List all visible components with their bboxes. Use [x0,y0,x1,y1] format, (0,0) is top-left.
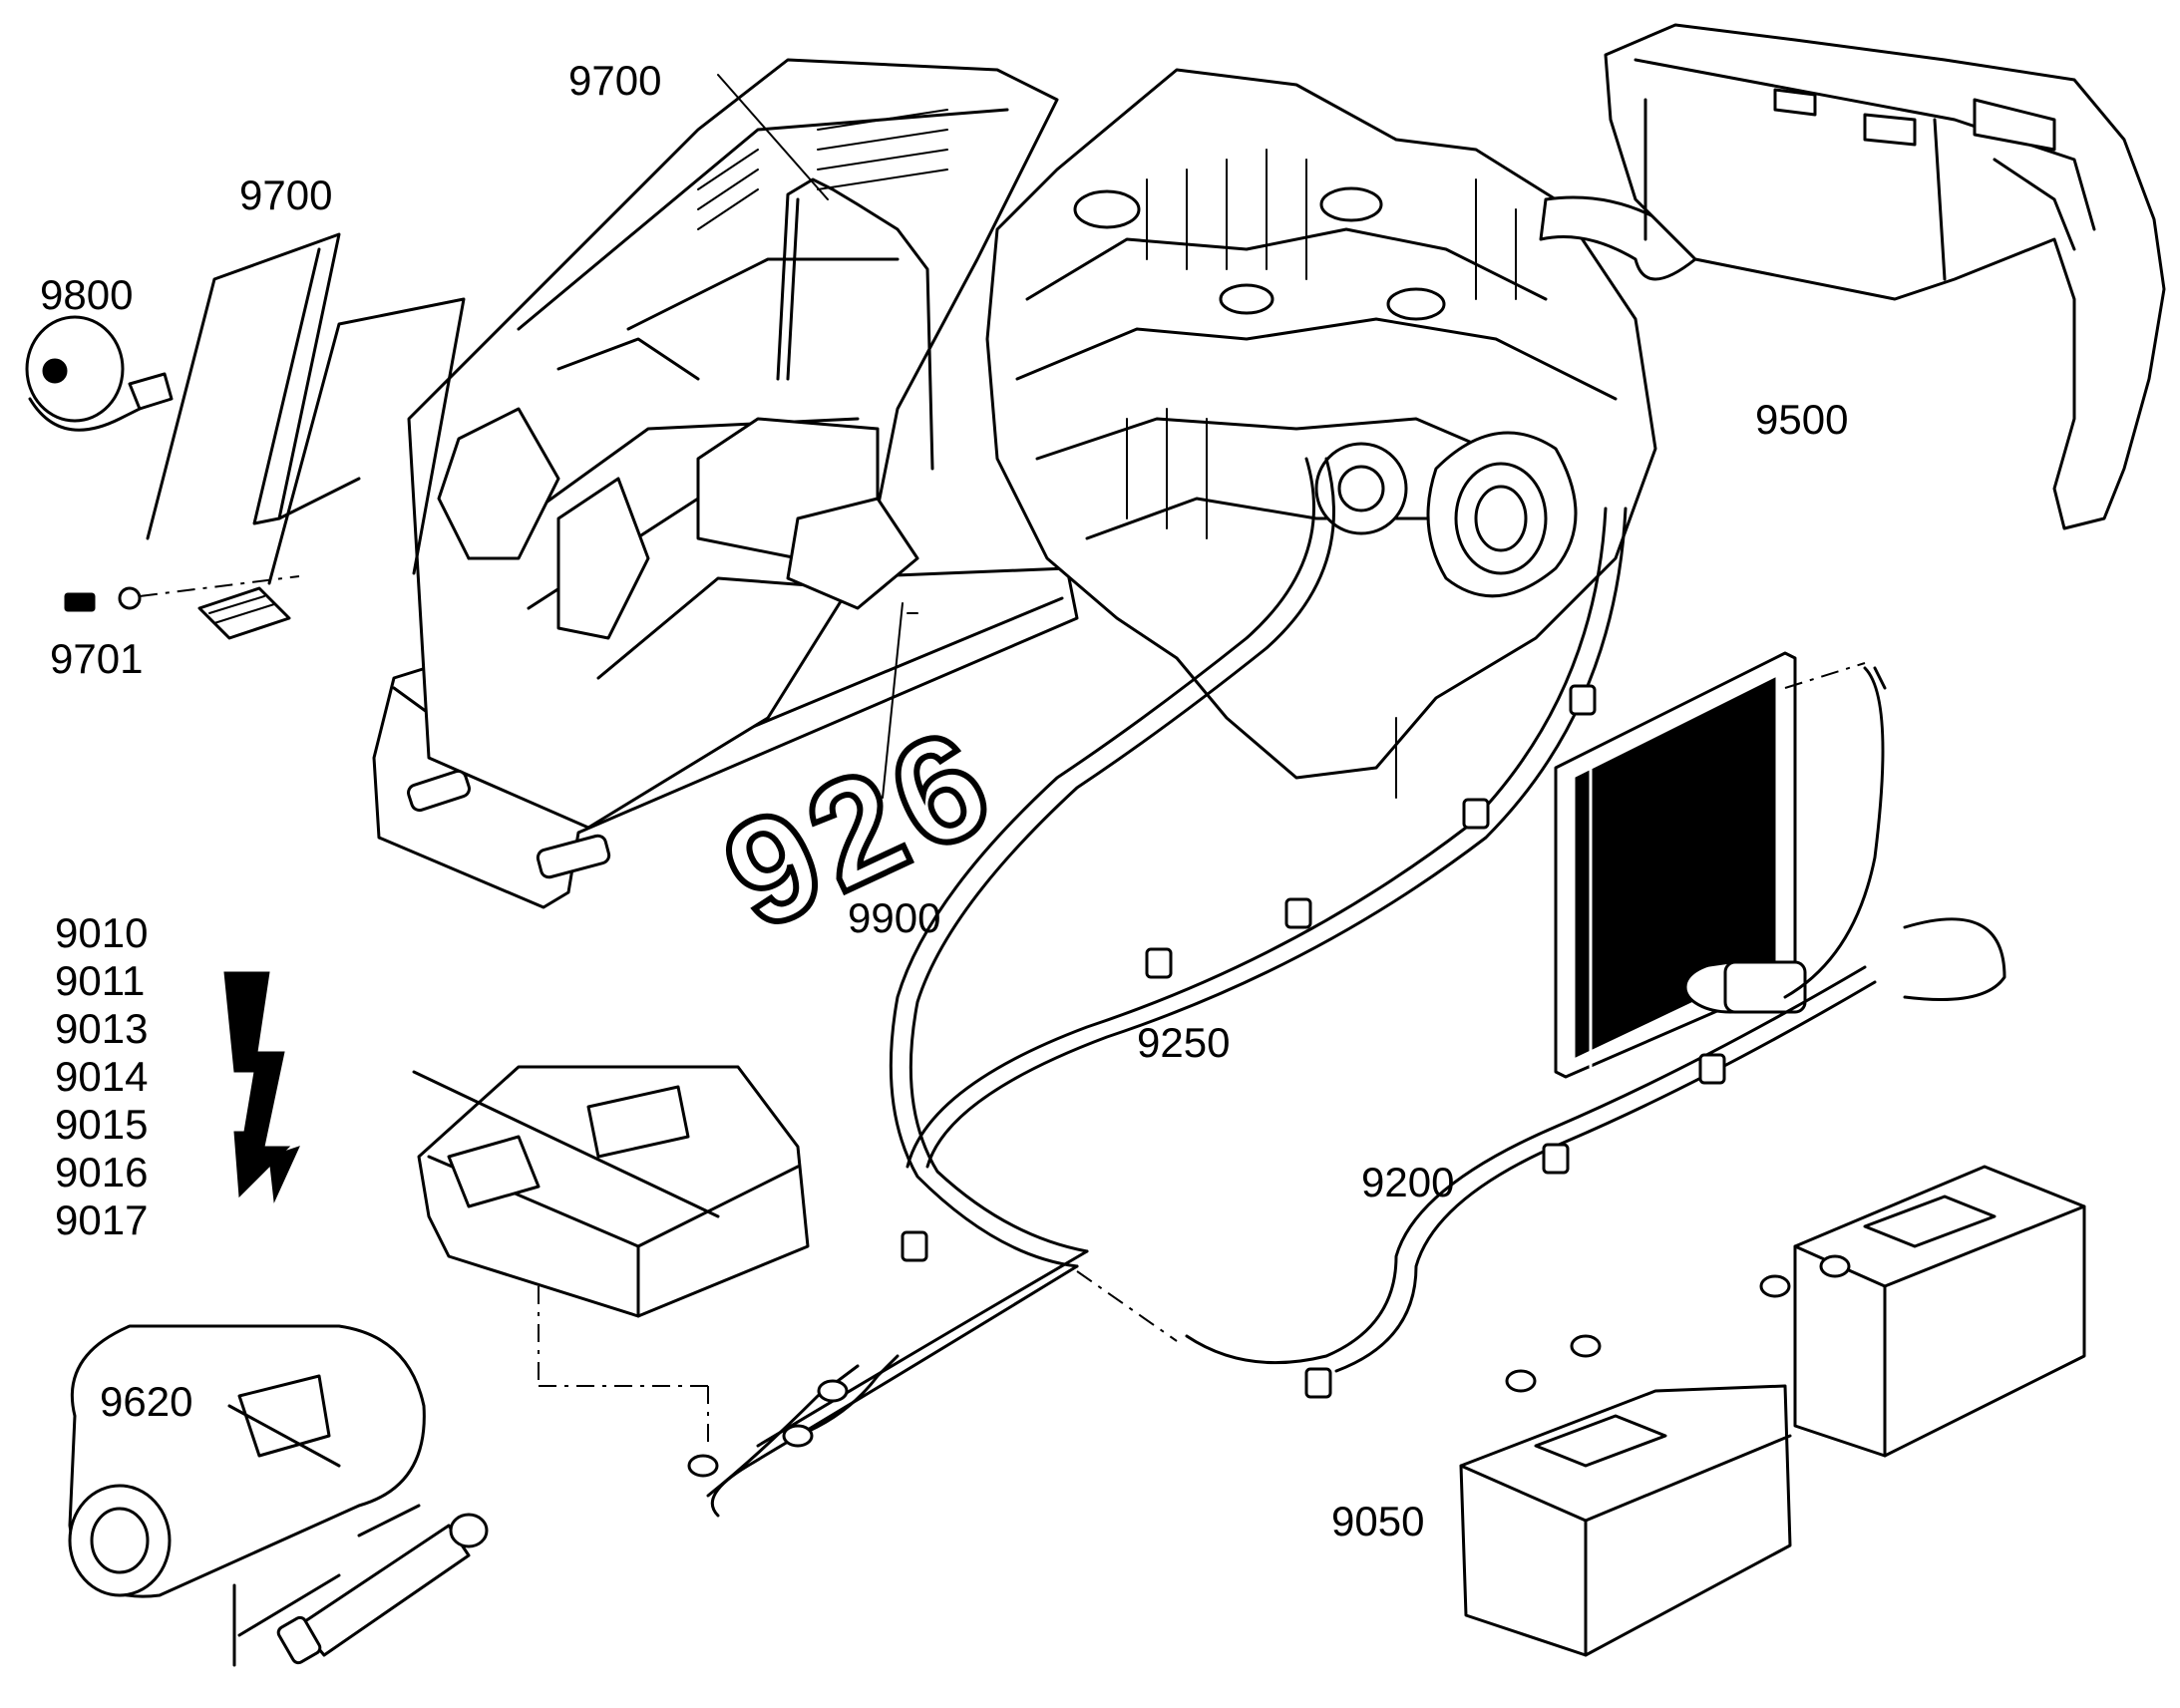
label-9011: 9011 [55,957,146,1004]
label-9200: 9200 [1361,1159,1455,1205]
label-9017: 9017 [55,1196,149,1243]
label-9015: 9015 [55,1101,149,1148]
receiver-drier [1673,662,2006,1014]
mirror-assembly [25,315,174,432]
wire-harness [710,457,1877,1518]
lightning-arrow [223,971,300,1203]
label-9014: 9014 [55,1053,149,1100]
label-9500: 9500 [1755,396,1849,443]
handrail-top [717,74,934,471]
fuse-relay-box [412,1065,810,1446]
label-9250: 9250 [1137,1019,1231,1066]
label-9900: 9900 [848,894,941,941]
leader-lines [882,602,918,799]
battery-cables [687,1354,900,1498]
label-9700-left: 9700 [239,171,333,218]
tool-roll [68,1324,426,1598]
grease-gun [232,1504,489,1667]
label-9800: 9800 [40,271,134,318]
label-9010: 9010 [55,909,149,956]
label-9701: 9701 [50,635,144,682]
label-9013: 9013 [55,1005,149,1052]
bolt-washer [64,575,300,612]
upper-frame [372,58,1079,909]
engine-assembly [985,68,1697,799]
label-9700-top: 9700 [568,57,662,104]
label-9016: 9016 [55,1149,149,1196]
counterweight [1604,23,2166,530]
batteries [1459,1165,2086,1657]
handrail-left [146,232,466,640]
label-9620: 9620 [100,1378,193,1425]
label-9050: 9050 [1331,1498,1425,1544]
